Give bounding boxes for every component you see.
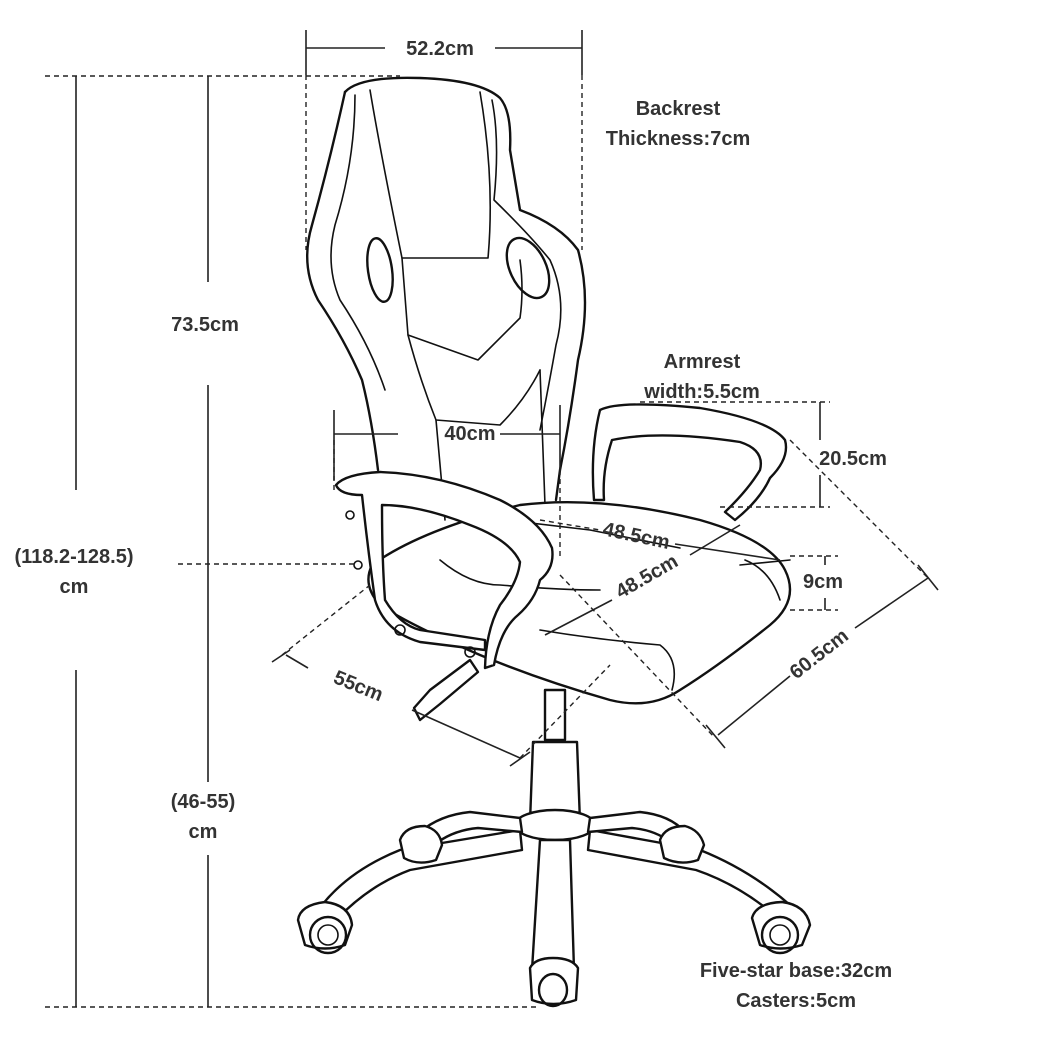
label-backrest-title: Backrest <box>636 98 721 120</box>
caster-front <box>528 956 580 1008</box>
base-hub <box>513 808 597 842</box>
label-seat-thickness: 9cm <box>803 571 843 593</box>
seat-front-roll <box>539 629 676 691</box>
backrest-center-panel <box>369 89 492 259</box>
label-armrest-width: width:5.5cm <box>643 381 760 403</box>
label-inner-width: 40cm <box>444 423 495 445</box>
label-five-star-base: Five-star base:32cm <box>700 960 892 982</box>
backrest-inner-left <box>330 94 386 391</box>
armrest-bolt-3 <box>394 624 406 636</box>
label-overall-depth: 60.5cm <box>786 625 853 684</box>
label-casters: Casters:5cm <box>736 990 856 1012</box>
backrest-left-edge <box>306 90 380 472</box>
label-seat-height-range: (46-55) <box>171 791 235 813</box>
seat-side-seam <box>439 559 781 601</box>
height-lever <box>412 658 480 722</box>
label-total-height-unit: cm <box>60 576 89 598</box>
right-armrest <box>591 403 788 522</box>
headrest-slot-right <box>505 236 551 300</box>
armrest-bolt-4 <box>464 646 476 658</box>
dimension-lines <box>45 30 939 1008</box>
caster-back-right <box>658 824 706 864</box>
backrest-chest-panel <box>401 257 523 361</box>
label-seat-height-unit: cm <box>189 821 218 843</box>
label-top-width: 52.2cm <box>406 38 474 60</box>
dimension-labels: 52.2cm Backrest Thickness:7cm 73.5cm (11… <box>15 38 893 1012</box>
gas-cylinder-upper <box>543 688 567 742</box>
label-total-height-range: (118.2-128.5) <box>15 546 134 568</box>
label-backrest-thickness: Thickness:7cm <box>606 128 751 150</box>
caster-left <box>296 900 354 955</box>
label-backrest-height: 73.5cm <box>171 314 239 336</box>
base-leg-front <box>530 838 576 972</box>
label-armrest-title: Armrest <box>664 351 741 373</box>
label-arm-height: 20.5cm <box>819 448 887 470</box>
backrest-outline <box>343 76 587 502</box>
backrest-inner-right <box>491 99 562 431</box>
headrest-slot-left <box>366 237 394 303</box>
armrest-bolt-1 <box>345 510 355 520</box>
caster-right <box>750 900 812 955</box>
caster-back-left <box>398 824 444 864</box>
armrest-bolt-2 <box>353 560 363 570</box>
label-overall-width: 55cm <box>330 667 386 707</box>
backrest-lumbar-panel <box>407 334 541 426</box>
left-armrest <box>334 470 554 670</box>
chair-illustration <box>296 76 812 1008</box>
